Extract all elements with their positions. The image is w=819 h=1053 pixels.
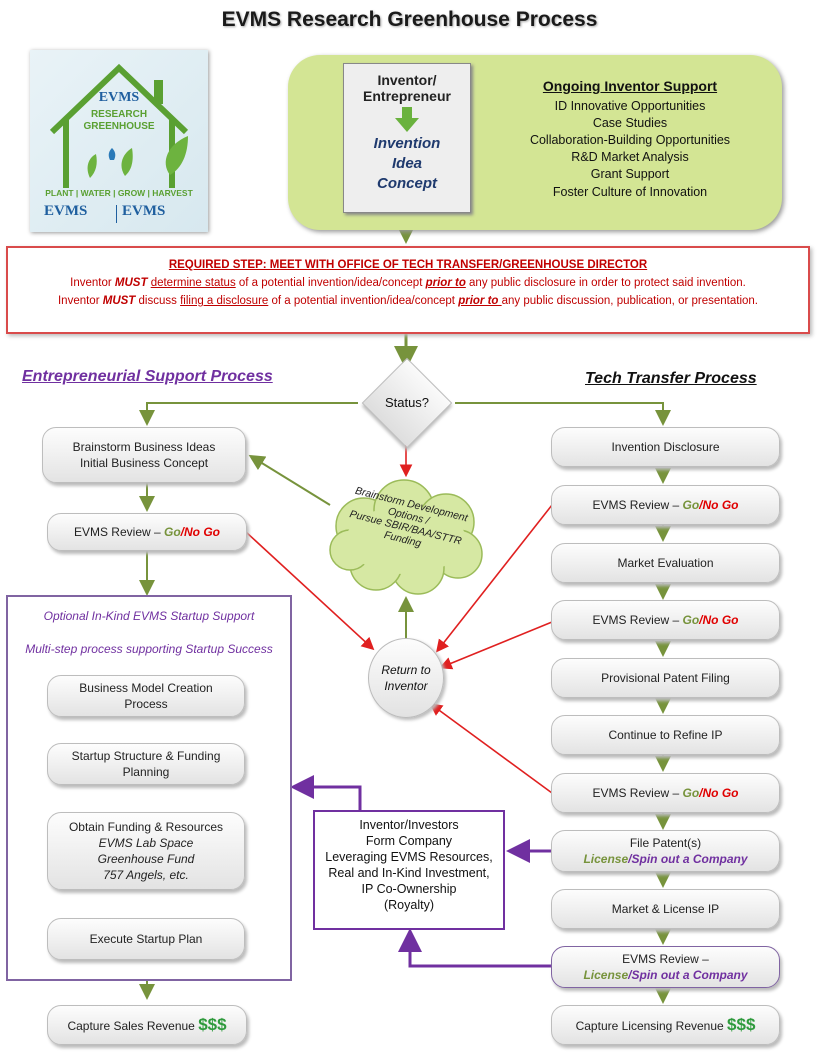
obtain-funding-step: Obtain Funding & Resources EVMS Lab Spac…: [47, 812, 245, 890]
logo-brand-left: EVMS: [44, 203, 88, 219]
market-license-ip-step: Market & License IP: [551, 889, 780, 929]
support-item: Case Studies: [592, 116, 668, 130]
logo-evms-text: EVMS: [98, 90, 140, 105]
arrow-down-icon: [395, 107, 419, 132]
status-label: Status?: [384, 395, 430, 410]
required-step-box: REQUIRED STEP: MEET WITH OFFICE OF TECH …: [6, 246, 810, 334]
final-evms-review-step: EVMS Review – License/Spin out a Company: [551, 946, 780, 988]
page-title: EVMS Research Greenhouse Process: [221, 8, 598, 31]
logo-divider: [116, 205, 117, 223]
left-evms-review-step: EVMS Review – Go/No Go: [47, 513, 247, 551]
tech-transfer-section-title: Tech Transfer Process: [585, 370, 757, 387]
logo-greenhouse-text: GREENHOUSE: [83, 121, 155, 132]
support-item: ID Innovative Opportunities: [554, 99, 706, 113]
tt-evms-review-step-1: EVMS Review – Go/No Go: [551, 485, 780, 525]
required-line2: Inventor MUST discuss filing a disclosur…: [57, 295, 758, 307]
greenhouse-house-icon: [49, 63, 189, 188]
provisional-patent-step: Provisional Patent Filing: [551, 658, 780, 698]
logo-brand-right: EVMS: [122, 203, 166, 219]
support-item: Foster Culture of Innovation: [552, 185, 708, 199]
multistep-label: Multi-step process supporting Startup Su…: [25, 642, 273, 656]
support-item: Collaboration-Building Opportunities: [529, 133, 731, 147]
inventor-line1: Inventor/: [377, 72, 437, 88]
idea-text: Idea: [391, 155, 422, 172]
file-patent-step: File Patent(s) License/Spin out a Compan…: [551, 830, 780, 872]
greenhouse-logo: EVMS RESEARCH GREENHOUSE PLANT | WATER |…: [30, 50, 208, 232]
capture-sales-revenue-step: Capture Sales Revenue $$$: [47, 1005, 247, 1045]
tt-evms-review-step-3: EVMS Review – Go/No Go: [551, 773, 780, 813]
refine-ip-step: Continue to Refine IP: [551, 715, 780, 755]
market-evaluation-step: Market Evaluation: [551, 543, 780, 583]
entrepreneurial-section-title: Entrepreneurial Support Process: [22, 368, 273, 385]
inventor-line2: Entrepreneur: [363, 88, 451, 104]
invention-disclosure-step: Invention Disclosure: [551, 427, 780, 467]
logo-research-text: RESEARCH: [90, 109, 148, 120]
invention-text: Invention: [373, 135, 441, 152]
execute-startup-step: Execute Startup Plan: [47, 918, 245, 960]
tt-evms-review-step-2: EVMS Review – Go/No Go: [551, 600, 780, 640]
inventor-entrepreneur-box: Inventor/ Entrepreneur Invention Idea Co…: [343, 63, 471, 213]
support-heading: Ongoing Inventor Support: [542, 78, 718, 94]
capture-licensing-revenue-step: Capture Licensing Revenue $$$: [551, 1005, 780, 1045]
logo-tagline: PLANT | WATER | GROW | HARVEST: [45, 188, 193, 198]
required-heading: REQUIRED STEP: MEET WITH OFFICE OF TECH …: [168, 259, 648, 271]
ongoing-support-list: Ongoing Inventor Support ID Innovative O…: [480, 78, 780, 201]
optional-support-label: Optional In-Kind EVMS Startup Support: [43, 609, 255, 623]
purple-connectors: [290, 775, 552, 968]
startup-support-box: Optional In-Kind EVMS Startup Support Mu…: [6, 595, 292, 981]
required-line1: Inventor MUST determine status of a pote…: [70, 277, 746, 289]
form-company-box: Inventor/Investors Form Company Leveragi…: [313, 810, 505, 930]
red-connectors: [245, 440, 553, 794]
concept-text: Concept: [377, 175, 437, 192]
brainstorm-cloud: [329, 479, 483, 595]
support-item: Grant Support: [590, 167, 670, 181]
support-item: R&D Market Analysis: [571, 150, 689, 164]
